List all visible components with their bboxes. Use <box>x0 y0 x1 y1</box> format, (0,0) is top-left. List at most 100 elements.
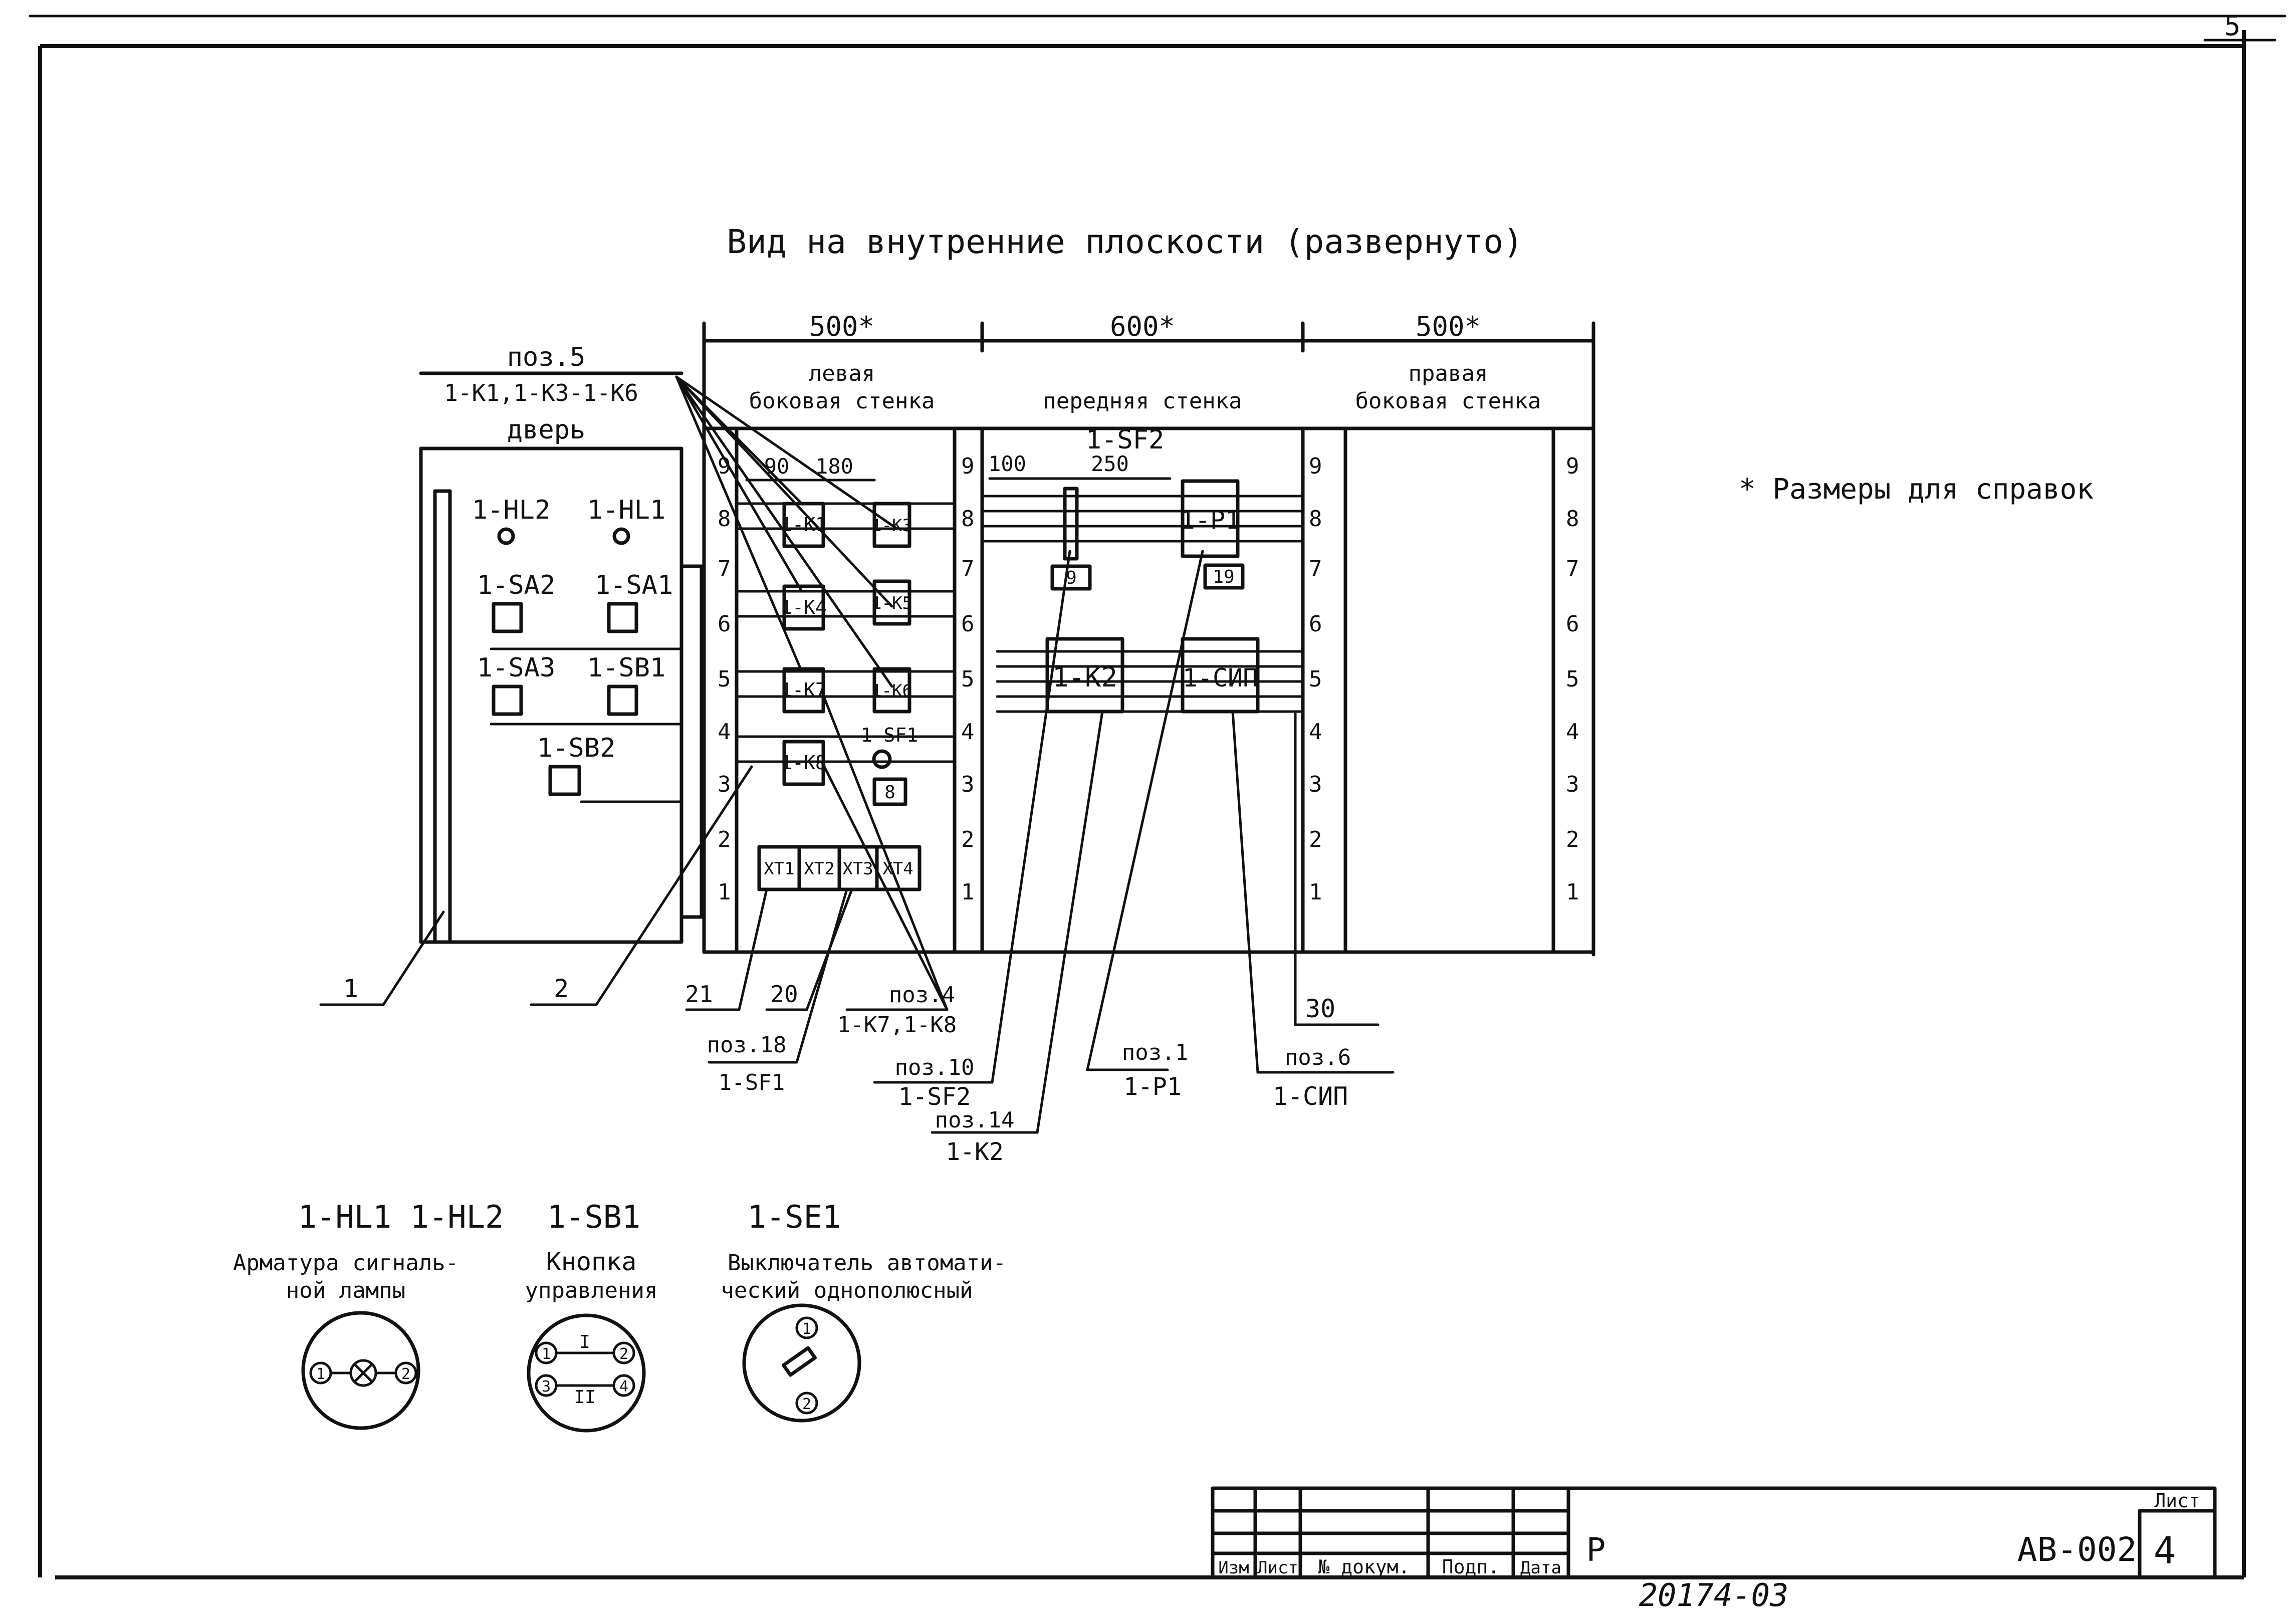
scale-tick-label: 7 <box>718 556 731 582</box>
scale-tick-label: 5 <box>1309 666 1322 692</box>
button-roman-2: II <box>574 1387 595 1408</box>
button-pin-2-label: 2 <box>619 1345 628 1363</box>
device-sb2-label: 1-SB2 <box>537 733 616 763</box>
device-hl1-label: 1-HL1 <box>587 495 666 525</box>
scale-tick-label: 5 <box>718 666 731 692</box>
device-hl2-label: 1-HL2 <box>472 495 551 525</box>
door-edge-strip <box>679 564 704 919</box>
sheet-corner-number: 5 <box>2224 10 2241 42</box>
pos-8-label: 8 <box>884 782 895 803</box>
scale-tick-label: 2 <box>1309 827 1322 852</box>
relay-k1-label: 1-К1 <box>781 514 827 536</box>
right-inner-scale: 9 8 7 6 5 4 3 2 1 <box>1309 453 1322 905</box>
breaker-se1-icon <box>872 749 892 769</box>
front-wall-caption: передняя стенка <box>1043 388 1242 414</box>
legend-switch-code: 1-SE1 <box>748 1199 841 1235</box>
device-sb1-label: 1-SB1 <box>587 653 666 683</box>
legend-switch-desc-1: Выключатель автомати- <box>728 1250 1006 1276</box>
relay-k4-label: 1-К4 <box>781 596 827 618</box>
front-sf2-label: 1-SF2 <box>1086 425 1165 455</box>
relay-k6-box <box>872 667 911 714</box>
device-sa2-label: 1-SA2 <box>477 570 556 600</box>
terminal-xt3-label: ХТ3 <box>842 859 873 879</box>
left-wall-rows <box>735 502 956 763</box>
stamp-sheet-label: Лист <box>2154 1490 2200 1512</box>
scale-tick-label: 4 <box>1566 719 1579 745</box>
stamp-header-doc: № докум. <box>1318 1556 1410 1578</box>
button-socket-icon <box>527 1313 646 1433</box>
scale-tick-label: 8 <box>961 506 975 532</box>
relay-k2-label: 1-К2 <box>1052 661 1117 693</box>
switch-pin-2-label: 2 <box>802 1396 811 1413</box>
callout-poz18-sub: 1-SF1 <box>719 1070 785 1095</box>
device-sa3-label: 1-SA3 <box>477 653 556 683</box>
relay-k8-label: 1-К8 <box>781 752 827 774</box>
stamp-doc-code: АВ-002 <box>2017 1530 2137 1569</box>
door-label: дверь <box>507 415 586 445</box>
relay-k5-box <box>872 579 911 626</box>
scale-tick-label: 2 <box>961 827 975 852</box>
scale-tick-label: 1 <box>1309 879 1322 905</box>
relay-p1-box <box>1181 479 1240 558</box>
legend-lamp-desc-2: ной лампы <box>286 1278 405 1303</box>
scale-tick-label: 4 <box>961 719 975 745</box>
relay-p1-label: 1-Р1 <box>1180 506 1240 535</box>
callout-2: 2 <box>554 974 569 1003</box>
breaker-sf2-body <box>1063 487 1079 561</box>
scale-tick-label: 3 <box>1566 772 1579 797</box>
button-pin-4-label: 4 <box>619 1378 628 1396</box>
stamp-header-date: Дата <box>1520 1558 1561 1578</box>
left-wall-caption-2: боковая стенка <box>749 388 935 414</box>
dim-180: 180 <box>815 454 853 479</box>
pos-9-label: 9 <box>1066 568 1077 588</box>
device-sa1-label: 1-SA1 <box>595 570 673 600</box>
pos-8-box <box>872 777 907 806</box>
scale-tick-label: 2 <box>1566 827 1579 852</box>
switch-pin-1-icon <box>795 1316 818 1339</box>
callout-poz18: поз.18 <box>707 1032 787 1058</box>
pos-19-box <box>1203 563 1245 590</box>
door-relays: 1-К1,1-К3-1-К6 <box>444 379 638 406</box>
relay-k6-label: 1-К6 <box>871 681 912 701</box>
terminal-xt2-label: ХТ2 <box>804 859 834 879</box>
door-wiring <box>490 647 683 803</box>
callout-poz4-sub: 1-К7,1-К8 <box>837 1012 957 1038</box>
relay-k2-box <box>1045 637 1124 714</box>
terminal-xt1-label: ХТ1 <box>764 859 794 879</box>
lamp-symbol-icon <box>349 1359 377 1387</box>
scale-tick-label: 7 <box>1566 556 1579 582</box>
scale-tick-label: 4 <box>1309 719 1322 745</box>
stamp-header-list: Лист <box>1257 1558 1298 1578</box>
right-wall-panel <box>1301 426 1595 954</box>
switch-pin-1-label: 1 <box>802 1320 811 1338</box>
legend-button-code: 1-SB1 <box>547 1199 641 1235</box>
dim-100: 100 <box>988 451 1026 476</box>
scale-tick-label: 8 <box>1566 506 1579 532</box>
lamp-pin-1-label: 1 <box>316 1365 325 1383</box>
right-scale: 9 8 7 6 5 4 3 2 1 <box>1566 453 1579 905</box>
legend-lamp-desc-1: Арматура сигналь- <box>233 1250 458 1276</box>
stamp-grid <box>1211 1486 2217 1579</box>
button-pin-3-label: 3 <box>542 1378 551 1396</box>
archive-number: 20174-03 <box>1639 1577 1789 1610</box>
dim-250: 250 <box>1091 451 1129 476</box>
scale-tick-label: 6 <box>1309 611 1322 637</box>
relay-k4-box <box>782 584 825 631</box>
button-sb1-icon <box>607 684 638 716</box>
callout-poz1-sub: 1-Р1 <box>1123 1073 1182 1101</box>
callout-20: 20 <box>770 981 798 1008</box>
scale-tick-label: 7 <box>1309 556 1322 582</box>
scale-tick-label: 5 <box>1566 666 1579 692</box>
sip-box <box>1181 637 1260 714</box>
scale-tick-label: 3 <box>1309 772 1322 797</box>
door-hinge-strip <box>433 489 452 944</box>
scale-tick-label: 9 <box>718 453 731 479</box>
lamp-cross-2 <box>353 1363 373 1383</box>
scale-tick-label: 4 <box>718 719 731 745</box>
button-roman-1: I <box>579 1332 590 1352</box>
pos-9-box <box>1050 564 1092 591</box>
terminal-xt4-label: ХТ4 <box>882 859 913 879</box>
legend-lamp-code: 1-HL1 1-HL2 <box>298 1199 504 1235</box>
dim-right: 500* <box>1416 311 1481 342</box>
